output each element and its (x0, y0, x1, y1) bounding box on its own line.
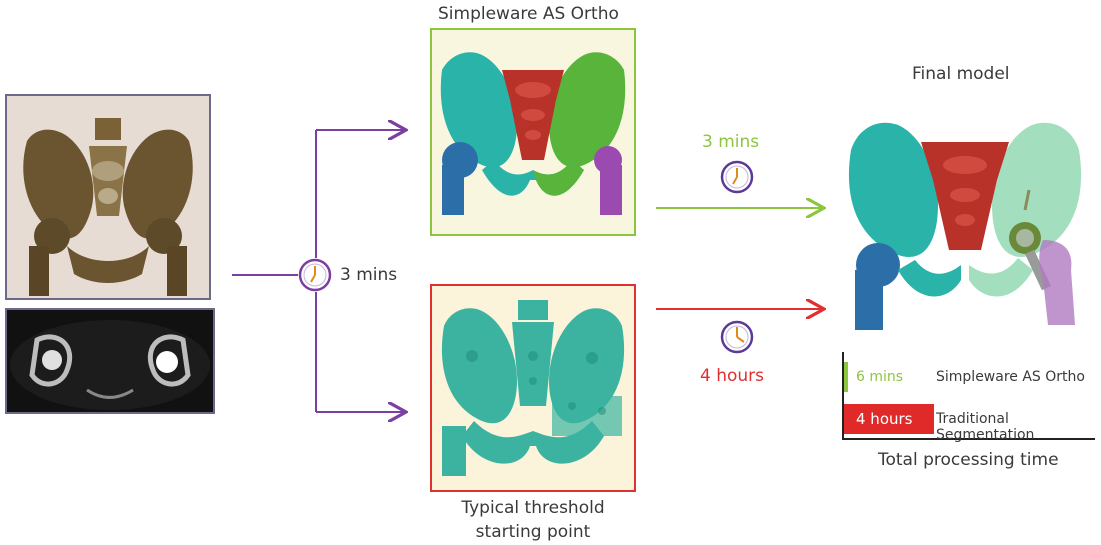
input-ct-slice (5, 308, 215, 414)
final-pelvis-image (843, 90, 1087, 340)
bar-traditional: 4 hours (844, 404, 934, 434)
ct-slice-image (7, 310, 213, 412)
top-panel-title: Simpleware AS Ortho (438, 4, 619, 24)
segmented-pelvis-image (432, 30, 634, 234)
split-time-label: 3 mins (340, 265, 398, 285)
comparison-title: Total processing time (878, 450, 1059, 470)
clock-icon (720, 160, 754, 194)
clock-icon (298, 258, 332, 292)
bar-traditional-name: Traditional Segmentation (936, 411, 1035, 443)
pelvis-volume-image (7, 96, 209, 298)
bar-axis (842, 352, 844, 440)
input-volume-render (5, 94, 211, 300)
green-time-label: 3 mins (702, 132, 760, 152)
as-ortho-result (430, 28, 636, 236)
threshold-pelvis-image (432, 286, 634, 490)
final-model-title: Final model (912, 64, 1010, 84)
red-time-label: 4 hours (700, 366, 765, 386)
bottom-title-line1: Typical threshold (461, 498, 605, 518)
clock-icon (720, 320, 754, 354)
threshold-result (430, 284, 636, 492)
bar-as-ortho-value: 6 mins (856, 369, 904, 385)
bottom-title-line2: starting point (475, 522, 591, 542)
final-model-image (843, 90, 1087, 340)
bar-as-ortho (844, 362, 848, 392)
bar-as-ortho-name: Simpleware AS Ortho (936, 369, 1085, 385)
bar-baseline (842, 438, 1095, 440)
bottom-panel-title: Typical threshold starting point (458, 496, 608, 544)
bar-traditional-value: 4 hours (856, 410, 913, 428)
